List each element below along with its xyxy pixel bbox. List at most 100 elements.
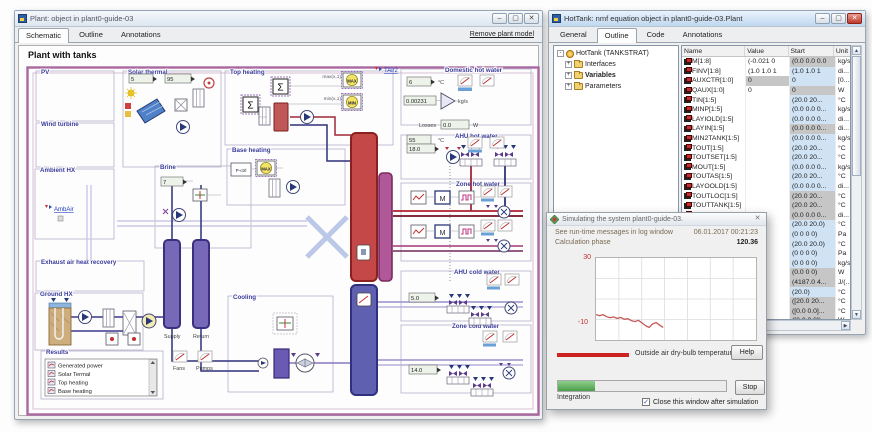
- close-icon[interactable]: ✕: [524, 13, 539, 24]
- variable-icon: [684, 67, 692, 75]
- result-item[interactable]: Base heating: [47, 387, 92, 396]
- table-row[interactable]: MINP[1:5](0.0 0.0 0...kg/s: [682, 104, 850, 115]
- table-row[interactable]: LAYIOLD[1:5](0.0 0.0 0...di...: [682, 114, 850, 125]
- table-row[interactable]: TOUTTANK[1:5](20.0 20...°C: [682, 200, 850, 211]
- hottank-titlebar[interactable]: HotTank: nmf equation object in plant0-g…: [549, 11, 865, 27]
- hot-tank[interactable]: [350, 132, 378, 282]
- help-button[interactable]: Help: [731, 345, 763, 360]
- scroll-up-icon[interactable]: ▲: [852, 46, 861, 55]
- tair2-link[interactable]: TAir2: [384, 68, 399, 74]
- maximize-icon[interactable]: ▢: [508, 13, 523, 24]
- schematic-links: TAir2 AmbAir: [45, 67, 399, 222]
- dialog-titlebar[interactable]: Simulating the system plant0-guide-03. ✕: [547, 213, 766, 226]
- tab-code[interactable]: Code: [646, 30, 665, 39]
- stop-button[interactable]: Stop: [735, 380, 765, 395]
- svg-text:M: M: [440, 230, 446, 237]
- return-tank[interactable]: [192, 239, 210, 329]
- m-block-icon: [434, 224, 451, 239]
- table-row[interactable]: TOUTLOC[1:5](20.0 20...°C: [682, 191, 850, 201]
- table-row[interactable]: TIN[1:5](20.0 20...°C: [682, 95, 850, 105]
- solar-thermal-components[interactable]: [125, 77, 215, 134]
- plant-schematic[interactable]: PV Wind turbine Ambient HX Exhaust air h…: [25, 65, 541, 417]
- results-scrollbar[interactable]: [148, 359, 157, 396]
- supply-tank[interactable]: [163, 239, 181, 329]
- ytick-top: 30: [583, 254, 591, 261]
- close-icon[interactable]: ✕: [754, 215, 761, 222]
- ambair-link[interactable]: AmbAir: [54, 207, 74, 213]
- table-row[interactable]: MOUT[1:5](0.0 0.0 0...kg/s: [682, 162, 850, 173]
- result-item[interactable]: Top heating: [47, 378, 88, 387]
- close-icon[interactable]: ✕: [847, 13, 862, 24]
- table-row[interactable]: TOUTAS[1:5](20.0 20...°C: [682, 172, 850, 182]
- remove-plant-model-link[interactable]: Remove plant model: [469, 31, 534, 38]
- solar-value-boxes[interactable]: 5 95 7: [128, 73, 195, 187]
- tree-item-interfaces[interactable]: + Interfaces: [565, 59, 616, 68]
- expand-icon[interactable]: +: [565, 83, 572, 90]
- variable-icon: [684, 76, 692, 84]
- tree-root-hottank[interactable]: - HotTank (TANKSTRAT): [554, 48, 678, 59]
- cold-tank[interactable]: [350, 284, 378, 396]
- scroll-down-icon[interactable]: ▼: [852, 310, 861, 319]
- minimize-icon[interactable]: –: [815, 13, 830, 24]
- hx-icon: [102, 308, 115, 328]
- tab-schematic[interactable]: Schematic: [18, 28, 70, 43]
- base-heating-components[interactable]: P-ctrl MAX: [230, 159, 300, 198]
- phase-value: 120.36: [736, 239, 758, 246]
- fans-pumps-gauges[interactable]: Fans Pumps: [172, 350, 213, 372]
- result-item[interactable]: Generated power: [47, 361, 103, 370]
- collapse-icon[interactable]: -: [557, 50, 564, 57]
- pulse-block-icon: [458, 190, 475, 205]
- svg-text:55: 55: [409, 138, 415, 144]
- maximize-icon[interactable]: ▢: [831, 13, 846, 24]
- cooling-components[interactable]: [257, 312, 320, 379]
- losses-box[interactable]: [440, 119, 470, 130]
- tab-annotations-left[interactable]: Annotations: [120, 30, 161, 39]
- buffer-tank[interactable]: [378, 172, 393, 282]
- table-header[interactable]: Name Value Start Unit: [682, 46, 850, 57]
- tab-annotations-right[interactable]: Annotations: [682, 30, 723, 39]
- top-heating-components[interactable]: max(x,1) MAX min(x,1) MIN: [240, 71, 363, 132]
- tree-item-parameters[interactable]: + Parameters: [565, 81, 622, 90]
- plant-titlebar[interactable]: Plant: object in plant0-guide-03 – ▢ ✕: [15, 11, 542, 27]
- chiller-icon: [273, 348, 290, 379]
- results-list[interactable]: Generated power Solar Termal Top heating…: [44, 358, 158, 397]
- tab-outline-right[interactable]: Outline: [596, 28, 637, 43]
- col-start: Start: [789, 46, 834, 56]
- expand-icon[interactable]: +: [565, 61, 572, 68]
- tab-general[interactable]: General: [560, 30, 587, 39]
- result-item[interactable]: Solar Termal: [47, 370, 90, 379]
- tree-item-variables[interactable]: + Variables: [565, 70, 616, 79]
- zone-hot-components[interactable]: M M: [410, 185, 513, 253]
- table-row[interactable]: LAYOOLD[1:5](0.0 0.0 0...di...: [682, 181, 850, 192]
- vertical-scrollbar[interactable]: ▲ ▼: [851, 45, 862, 320]
- scroll-thumb[interactable]: [852, 56, 861, 176]
- table-row[interactable]: MIN2TANK[1:5](0.0 0.0 0...kg/s: [682, 133, 850, 144]
- return-label: Return: [193, 334, 209, 340]
- table-row[interactable]: LAYIN[1:5](0.0 0.0 0...di...: [682, 124, 850, 134]
- col-unit: Unit: [835, 47, 848, 55]
- zone-cold-components[interactable]: 14.0: [408, 330, 518, 397]
- ahu-hot-components[interactable]: 18.0: [406, 136, 505, 164]
- plant-tabstrip: Schematic Outline Annotations Remove pla…: [15, 27, 542, 43]
- table-row[interactable]: TOUT[1:5](20.0 20...°C: [682, 143, 850, 153]
- dhw-components[interactable]: 6 °C 0.00231 kg/s Losses 0.0 W 55 °C: [403, 74, 517, 167]
- minimize-icon[interactable]: –: [492, 13, 507, 24]
- tab-outline-left[interactable]: Outline: [79, 30, 103, 39]
- scroll-right-icon[interactable]: ▶: [841, 321, 850, 330]
- ahu-cold-components[interactable]: 5.0: [408, 273, 520, 326]
- svg-text:95: 95: [167, 77, 173, 83]
- brine-components[interactable]: [162, 180, 221, 222]
- section-ahu-cold: AHU cold water: [454, 269, 500, 276]
- table-row[interactable]: TOUTSET[1:5](20.0 20...°C: [682, 152, 850, 163]
- meter-icon: [480, 219, 496, 232]
- expand-icon[interactable]: +: [565, 72, 572, 79]
- ground-hx-components[interactable]: [48, 298, 157, 346]
- meter-icon: [480, 185, 496, 198]
- storage-tanks[interactable]: Supply Return: [163, 132, 393, 396]
- outside-temp-series: [595, 313, 664, 329]
- close-after-checkbox[interactable]: ✓: [642, 398, 650, 406]
